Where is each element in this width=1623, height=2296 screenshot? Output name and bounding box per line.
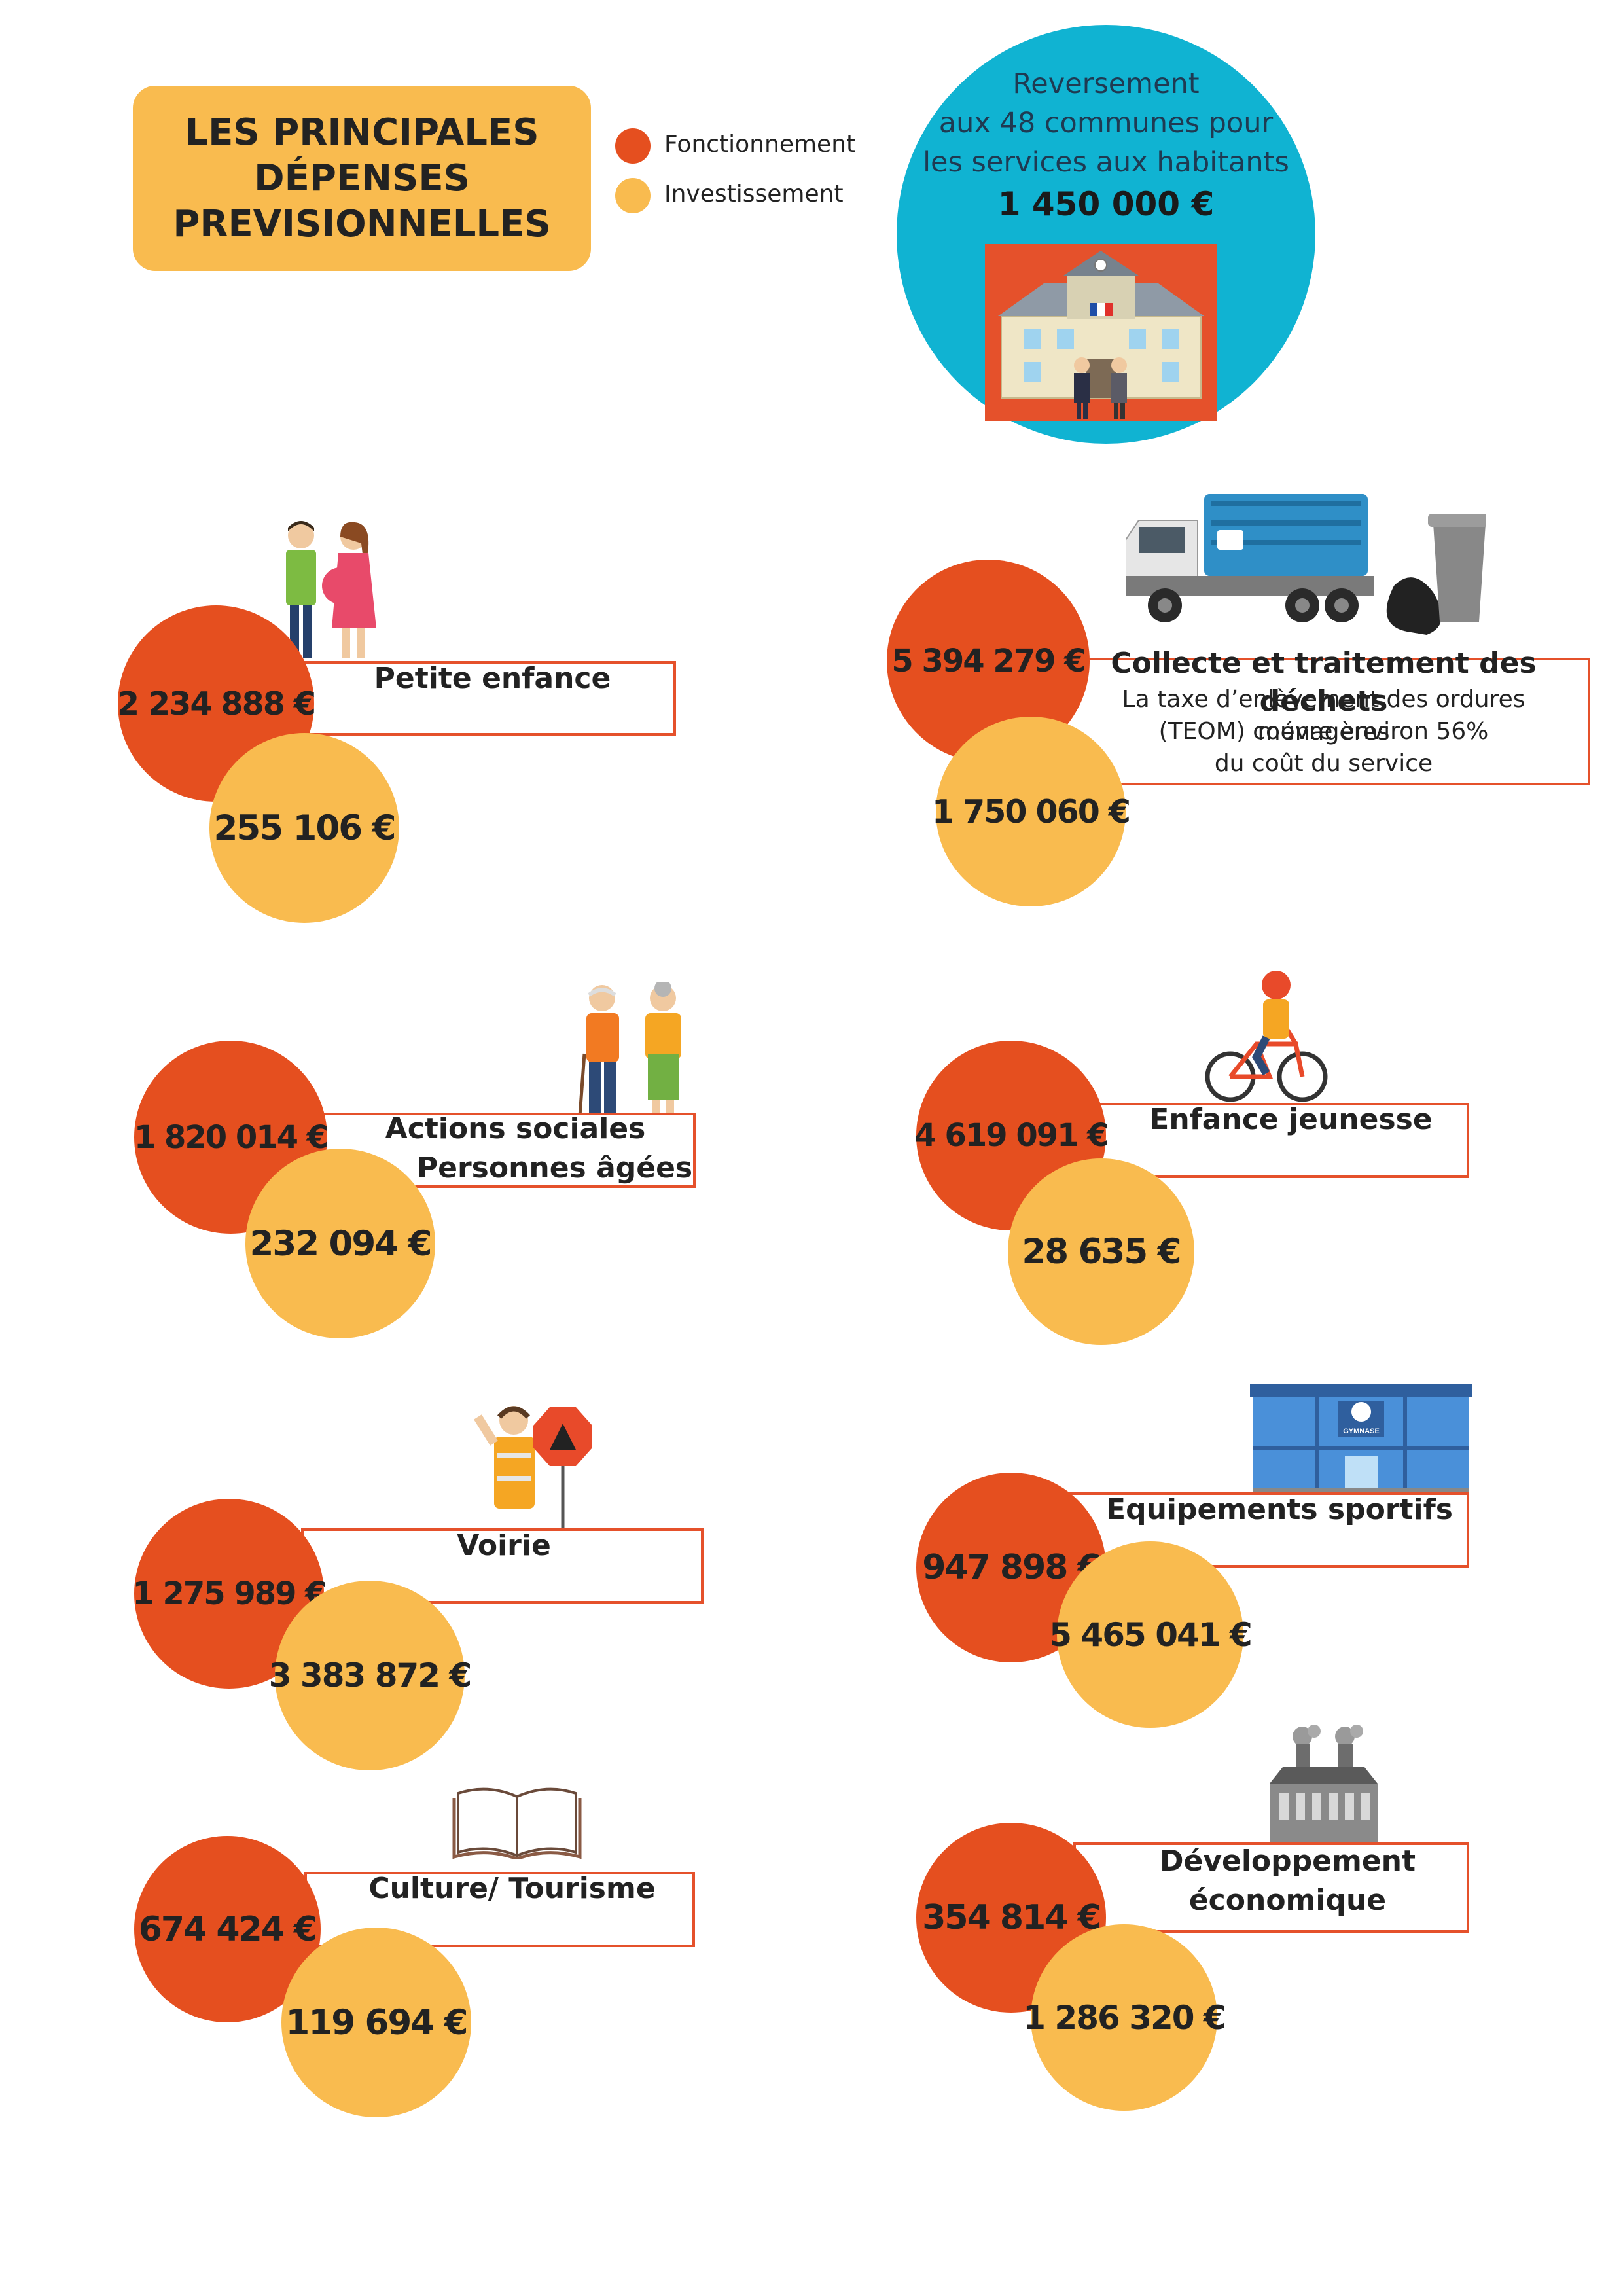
reversement-line-1: Reversement <box>1012 67 1200 100</box>
dechets-label: Collecte et traitement des déchets <box>1111 647 1537 718</box>
title-box: LES PRINCIPALES DÉPENSES PREVISIONNELLES <box>133 86 591 271</box>
reversement-text: Reversement aux 48 communes pour les ser… <box>906 64 1306 224</box>
reversement-line-3: les services aux habitants <box>923 146 1289 179</box>
culture-tourisme-investissement: 119 694 € <box>281 1928 471 2117</box>
open-book-icon <box>452 1787 582 1859</box>
legend-investissement-dot <box>615 178 651 213</box>
equipements-sportifs-investissement: 5 465 041 € <box>1049 1541 1253 1728</box>
factory-icon <box>1270 1725 1378 1846</box>
developpement-economique-label-line-1: Développement <box>1159 1844 1416 1878</box>
legend-fonctionnement-label: Fonctionnement <box>664 131 856 158</box>
enfance-jeunesse-label: Enfance jeunesse <box>1149 1103 1433 1136</box>
town-hall-icon <box>998 251 1204 419</box>
elderly-couple-icon <box>578 982 681 1117</box>
equipements-sportifs-label: Equipements sportifs <box>1106 1493 1453 1526</box>
enfance-jeunesse-investissement: 28 635 € <box>1008 1158 1194 1345</box>
road-worker-icon <box>474 1406 592 1528</box>
culture-tourisme-label: Culture/ Tourisme <box>368 1872 656 1905</box>
petite-enfance-box <box>288 661 676 736</box>
reversement-line-2: aux 48 communes pour <box>938 107 1274 139</box>
dechets-note-line-2: (TEOM) couvre environ 56% <box>1158 718 1489 745</box>
dechets-note-line-3: du coût du service <box>1214 750 1433 777</box>
developpement-economique-box <box>1073 1842 1469 1933</box>
developpement-economique-label-line-2: économique <box>1188 1884 1387 1917</box>
family-icon <box>286 521 376 658</box>
dechets-note-line-1: La taxe d’enlèvement des ordures ménagèr… <box>1122 686 1525 745</box>
title-line-1: LES PRINCIPALES <box>185 111 539 154</box>
voirie-investissement: 3 383 872 € <box>269 1581 472 1770</box>
legend-investissement-label: Investissement <box>664 181 844 207</box>
title-line-2: DÉPENSES <box>254 156 470 200</box>
developpement-economique-investissement: 1 286 320 € <box>1023 1924 1226 2111</box>
cyclist-icon <box>1205 971 1328 1102</box>
legend-fonctionnement-dot <box>615 128 651 164</box>
voirie-label: Voirie <box>457 1529 551 1562</box>
actions-sociales-label-line-1: Actions sociales <box>385 1112 646 1145</box>
town-hall-illustration <box>985 244 1217 421</box>
reversement-amount: 1 450 000 € <box>997 185 1215 223</box>
petite-enfance-label: Petite enfance <box>374 662 611 695</box>
dechets-box <box>1057 658 1590 785</box>
actions-sociales-investissement: 232 094 € <box>245 1149 435 1338</box>
gym-sign-text: GYMNASE <box>1343 1427 1380 1435</box>
petite-enfance-investissement: 255 106 € <box>209 733 399 923</box>
title-line-3: PREVISIONNELLES <box>173 202 551 245</box>
garbage-truck-icon <box>1126 494 1486 635</box>
voirie-fonctionnement: 1 275 989 € <box>132 1499 327 1689</box>
dechets-investissement: 1 750 060 € <box>932 717 1131 906</box>
enfance-jeunesse-box <box>1073 1103 1469 1178</box>
actions-sociales-label-line-2: Personnes âgées <box>416 1151 693 1185</box>
gymnasium-icon: GYMNASE <box>1250 1384 1472 1492</box>
